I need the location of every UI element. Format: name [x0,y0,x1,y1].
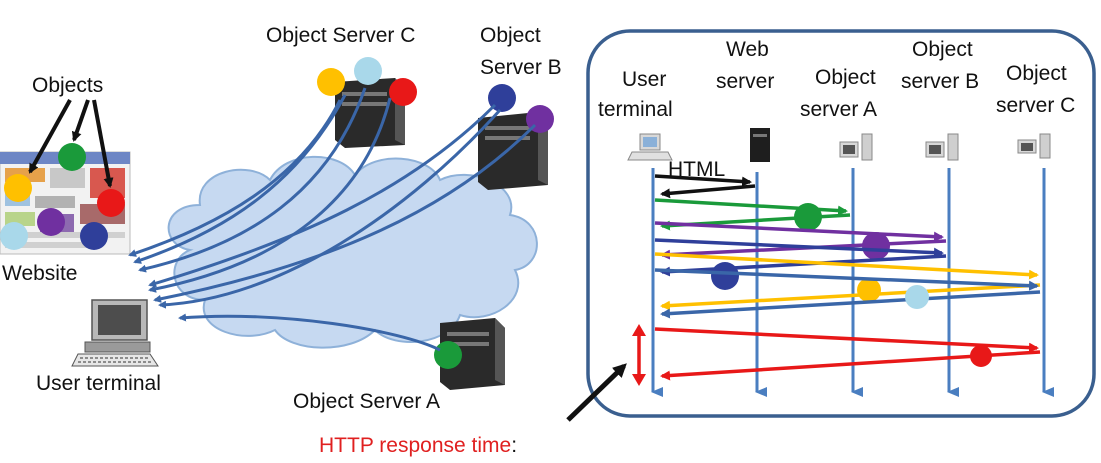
green-object-dot [794,203,822,231]
navy-object-dot [711,262,739,290]
col-b-line2: server B [901,70,979,93]
website-label: Website [2,262,77,285]
navy-response-arrow [660,254,947,277]
caption-pointer-arrow [566,363,627,422]
left-network-diagram: Objects Website User terminal Object Ser… [0,24,562,413]
lightblue-request-arrow [654,268,1039,291]
col-user-line2: terminal [598,98,673,121]
network-flow-arrows [128,87,537,352]
object-dot-green-web [58,143,86,171]
internet-cloud [167,155,538,349]
object-dot-lightblue-web [0,222,28,250]
web-server-small-icon [750,128,770,162]
html-label: HTML [668,158,725,181]
red-object-dot [970,345,992,367]
object-dot-navy-web [80,222,108,250]
user-terminal-computer-icon [71,299,159,367]
object-dot-red-web [97,189,125,217]
lightblue-response-arrow [660,290,1041,319]
caption-suffix: : [511,434,517,457]
col-c-line2: server C [996,94,1075,117]
sequence-diagram: User terminal Web server Object server A… [586,29,1096,418]
server-b-small-icon [925,133,959,161]
server-a-label: Object Server A [293,390,440,413]
user-terminal-small-icon [627,133,673,161]
object-dot-yellow-web [4,174,32,202]
object-dot-purple-web [37,208,65,236]
yellow-object-dot [857,278,881,302]
server-b-label-line1: Object [480,24,541,47]
object-server-a [440,318,505,390]
navy-request-arrow [654,238,944,258]
server-c-label: Object Server C [266,24,415,47]
col-a-line1: Object [815,66,876,89]
sequence-frame [586,29,1096,418]
col-b-line1: Object [912,38,973,61]
col-c-line1: Object [1006,62,1067,85]
server-c-small-icon [1017,133,1051,159]
col-web-line2: server [716,70,774,93]
col-web-line1: Web [726,38,769,61]
objects-pointer-arrows [28,99,114,188]
object-dot-lightblue-server-c [354,57,382,85]
response-time-indicator [632,324,646,386]
yellow-request-arrow [654,252,1039,280]
caption: HTTP response time: [319,434,517,457]
server-b-label-line2: Server B [480,56,562,79]
purple-request-arrow [654,221,944,242]
server-a-small-icon [839,133,873,161]
object-dot-yellow-server-c [317,68,345,96]
caption-text: HTTP response time [319,434,511,457]
object-dot-green-server-a [434,341,462,369]
yellow-response-arrow [660,283,1041,311]
html-request-arrow [654,174,752,187]
col-a-line2: server A [800,98,877,121]
html-response-arrow [660,184,756,199]
objects-label: Objects [32,74,103,97]
purple-object-dot [862,232,890,260]
red-request-arrow [654,327,1039,353]
object-dot-red-server-c [389,78,417,106]
lightblue-object-dot [905,285,929,309]
col-user-line1: User [622,68,666,91]
user-terminal-label: User terminal [36,372,161,395]
